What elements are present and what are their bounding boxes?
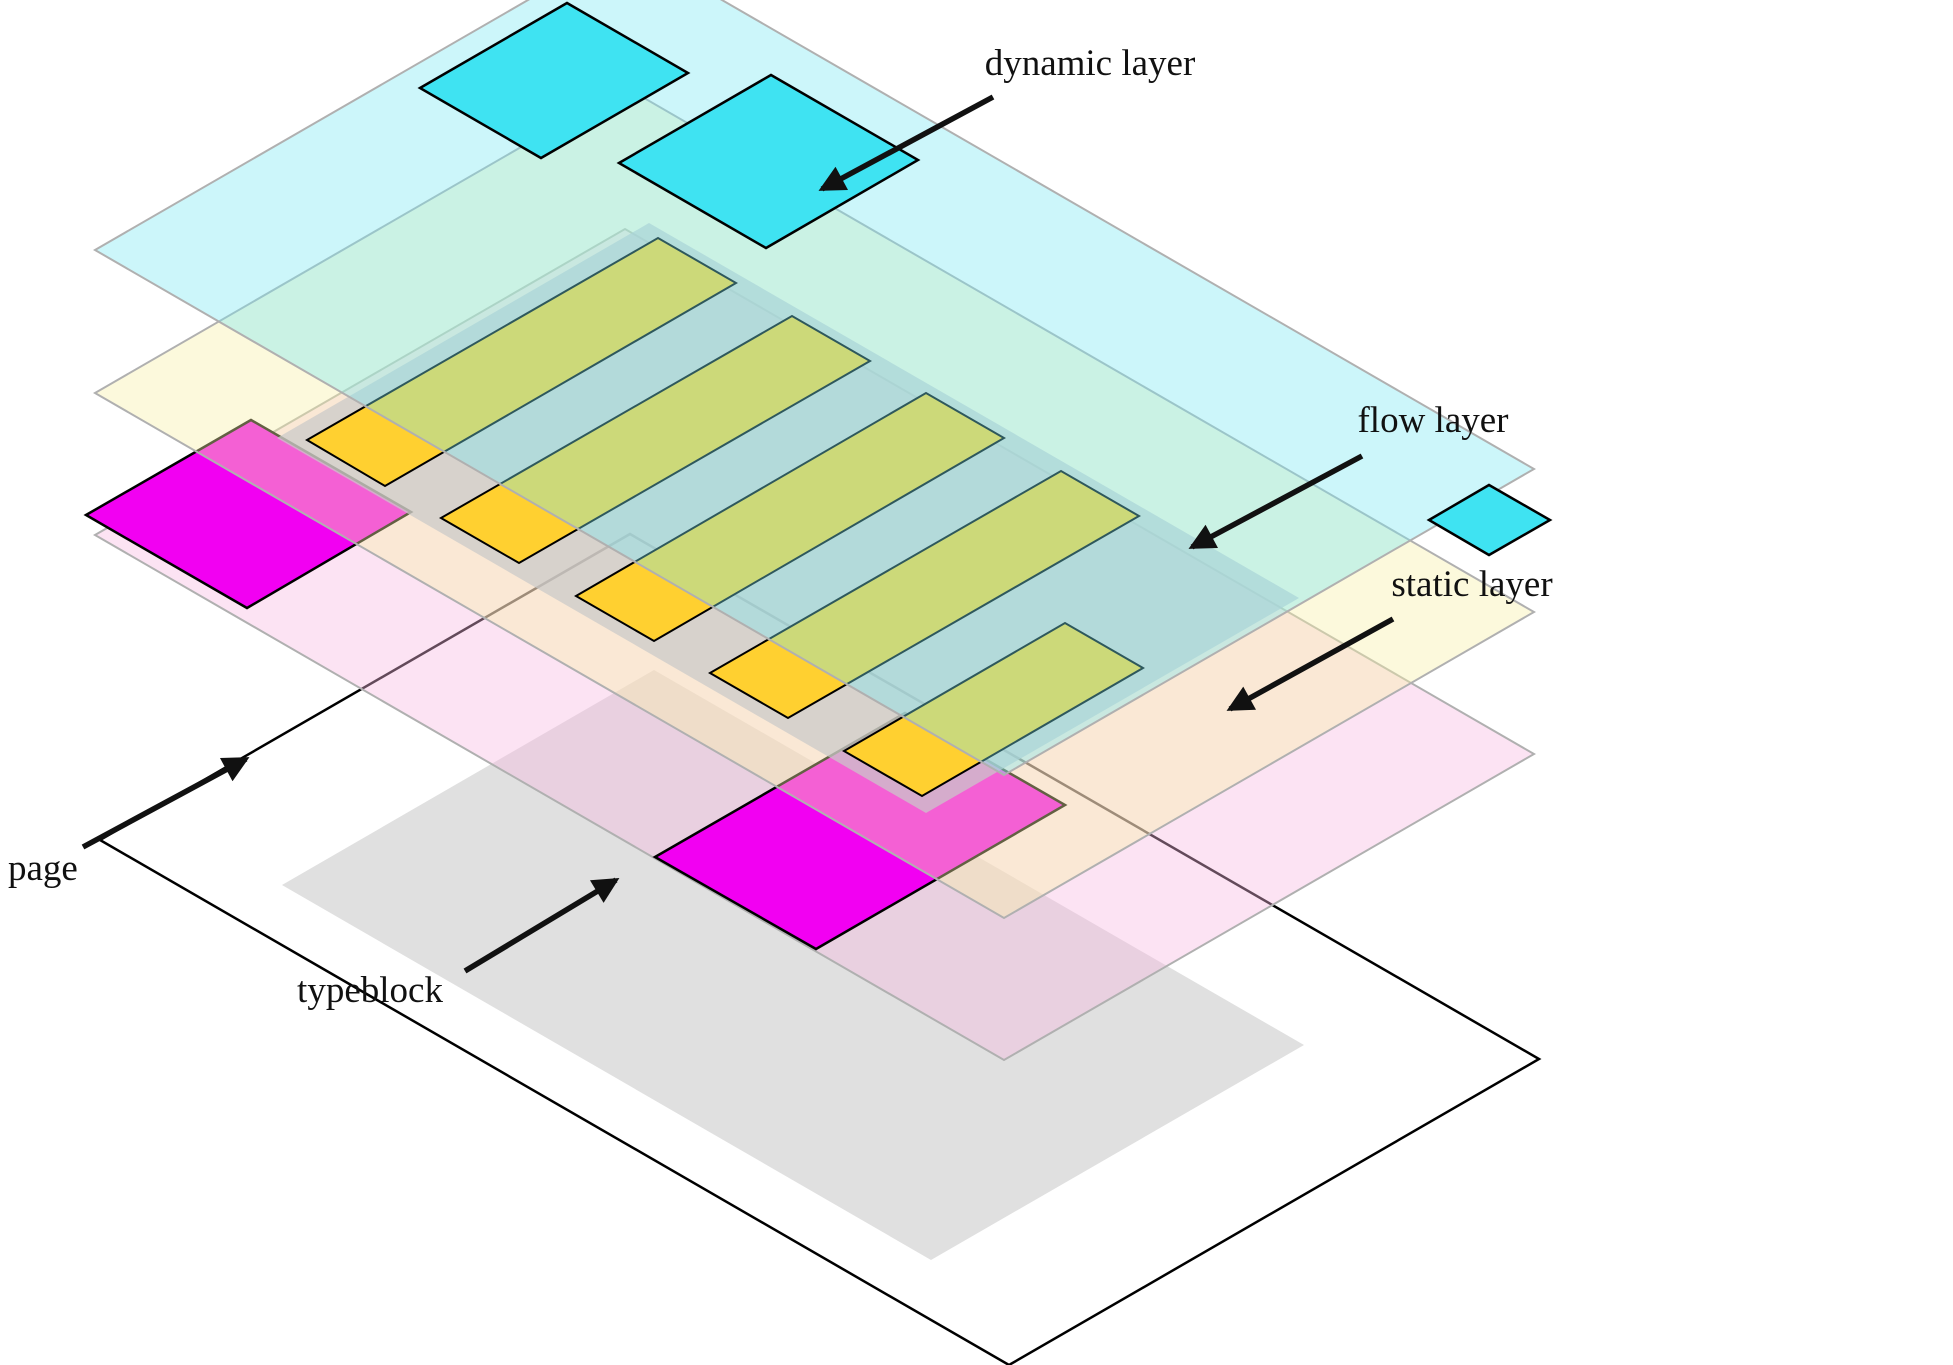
dynamic-layer-arrow xyxy=(818,94,995,192)
dynamic-box-top-left xyxy=(417,1,691,160)
text-line-bar xyxy=(842,621,1145,798)
text-line-bar xyxy=(574,391,1006,643)
page-arrow xyxy=(81,756,250,850)
text-line-bar xyxy=(707,469,1142,720)
label-flow-layer: flow layer xyxy=(1357,400,1508,441)
label-typeblock: typeblock xyxy=(297,970,443,1011)
label-static-layer: static layer xyxy=(1391,564,1552,605)
text-line-bar xyxy=(305,236,738,488)
static-layer-arrow xyxy=(1226,616,1395,712)
dynamic-box-top-center xyxy=(616,73,921,250)
dynamic-box-right-corner xyxy=(1426,483,1553,557)
flow-layer-arrow xyxy=(1188,453,1364,550)
label-page: page xyxy=(8,848,78,889)
typeblock-arrow xyxy=(463,877,620,974)
label-dynamic-layer: dynamic layer xyxy=(985,43,1196,84)
dynamic-layer-sheet xyxy=(93,0,1536,777)
text-line-bar xyxy=(438,314,873,565)
page-typeblock-region xyxy=(282,670,1304,1260)
